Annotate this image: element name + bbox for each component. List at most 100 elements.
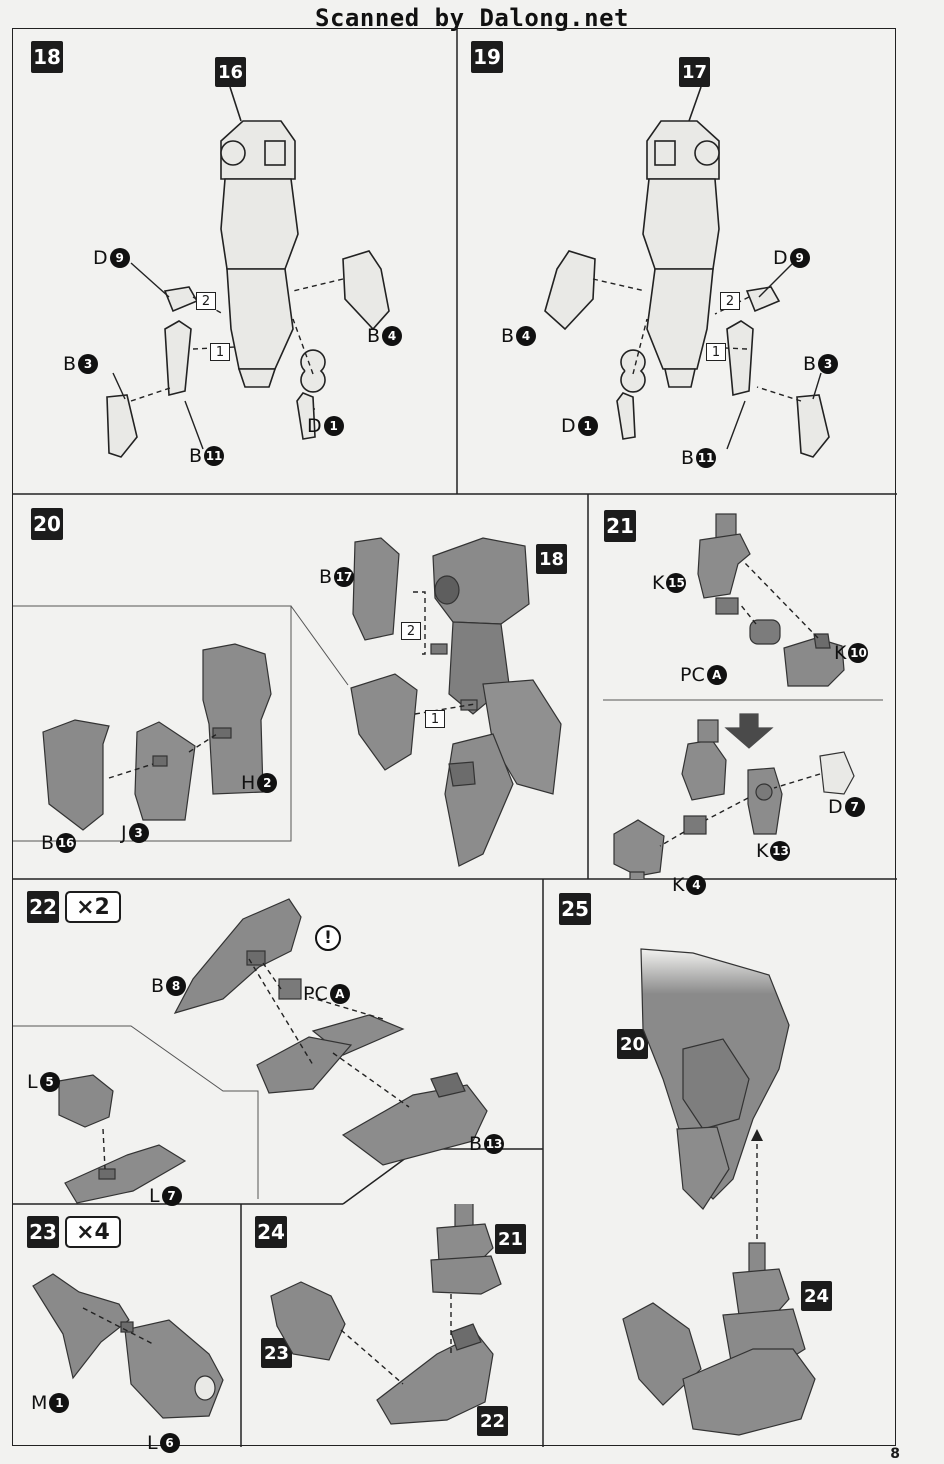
subassembly-ref-21-badge: 21 [495, 1224, 527, 1254]
runner-letter: B [803, 353, 817, 375]
quantity-multiplier-badge: ×2 [65, 891, 121, 923]
order-number-1: 1 [706, 343, 726, 361]
runner-letter: B [681, 447, 695, 469]
part-number: 4 [382, 326, 403, 346]
scan-watermark: Scanned by Dalong.net [315, 4, 629, 32]
step-19-panel: 19 17 [457, 29, 897, 494]
runner-letter: D [828, 796, 843, 818]
part-number: 6 [159, 1433, 180, 1453]
runner-letter: K [834, 642, 847, 664]
step-number-badge: 23 [27, 1216, 59, 1248]
runner-letter: PC [680, 664, 705, 686]
part-number: 13 [770, 841, 791, 861]
runner-letter: B [469, 1133, 483, 1155]
subassembly-ref-22-badge: 22 [477, 1406, 509, 1436]
part-number: 10 [848, 643, 869, 663]
joint-assembly-drawing [613, 513, 855, 879]
part-number: 13 [484, 1134, 505, 1154]
runner-letter: B [319, 566, 333, 588]
part-number: 3 [818, 354, 839, 374]
part-number: 16 [56, 833, 77, 853]
runner-letter: K [652, 572, 665, 594]
runner-letter: B [151, 975, 165, 997]
step-number-badge: 22 [27, 891, 59, 923]
runner-letter: B [501, 325, 515, 347]
runner-letter: B [41, 832, 55, 854]
panel-dividers [13, 29, 897, 1447]
part-number: 11 [204, 446, 225, 466]
order-number-1: 1 [210, 343, 230, 361]
step-number-badge: 20 [31, 508, 63, 540]
part-number: 9 [789, 248, 810, 268]
order-number-2: 2 [196, 292, 216, 310]
runner-letter: L [147, 1432, 158, 1454]
runner-letter: K [756, 840, 769, 862]
leg-assembly-drawing [106, 86, 390, 458]
runner-letter: B [189, 445, 203, 467]
part-number: 5 [39, 1072, 60, 1092]
runner-letter: D [93, 247, 108, 269]
order-number-1: 1 [425, 710, 445, 728]
fin-assembly-drawing [32, 1273, 224, 1419]
step-number-badge: 18 [31, 41, 63, 73]
subassembly-ref-badge: 16 [215, 57, 247, 87]
part-number: 11 [696, 448, 717, 468]
runner-letter: D [773, 247, 788, 269]
part-number: 4 [516, 326, 537, 346]
subassembly-ref-20-badge: 20 [617, 1029, 649, 1059]
hip-assembly-drawing [42, 537, 562, 867]
runner-letter: PC [303, 983, 328, 1005]
thruster-assembly-drawing [58, 898, 488, 1204]
step-20-panel: 20 18 [13, 494, 588, 879]
runner-letter: L [149, 1185, 160, 1207]
runner-letter: M [31, 1392, 48, 1414]
part-number: A [329, 984, 350, 1004]
step-24-panel: 24 21 23 22 [241, 1204, 543, 1447]
step-number-badge: 21 [604, 510, 636, 542]
step-number-badge: 25 [559, 893, 591, 925]
part-number: 4 [686, 875, 707, 895]
part-number: 17 [334, 567, 355, 587]
part-number: 2 [257, 773, 278, 793]
part-number: 7 [844, 797, 865, 817]
runner-letter: K [672, 874, 685, 896]
part-number: 7 [161, 1186, 182, 1206]
runner-letter: D [307, 415, 322, 437]
step-number-badge: 19 [471, 41, 503, 73]
part-number: 15 [666, 573, 687, 593]
leg-assembly-drawing [544, 86, 830, 458]
step-number-badge: 24 [255, 1216, 287, 1248]
page-number: 8 [890, 1446, 900, 1462]
subassembly-ref-24-badge: 24 [801, 1281, 833, 1311]
subassembly-ref-badge: 18 [536, 544, 568, 574]
runner-letter: L [27, 1071, 38, 1093]
part-number: 1 [323, 416, 344, 436]
part-number: A [706, 665, 727, 685]
part-number: 3 [128, 823, 149, 843]
runner-letter: B [63, 353, 77, 375]
foot-assembly-drawing [270, 1204, 502, 1425]
